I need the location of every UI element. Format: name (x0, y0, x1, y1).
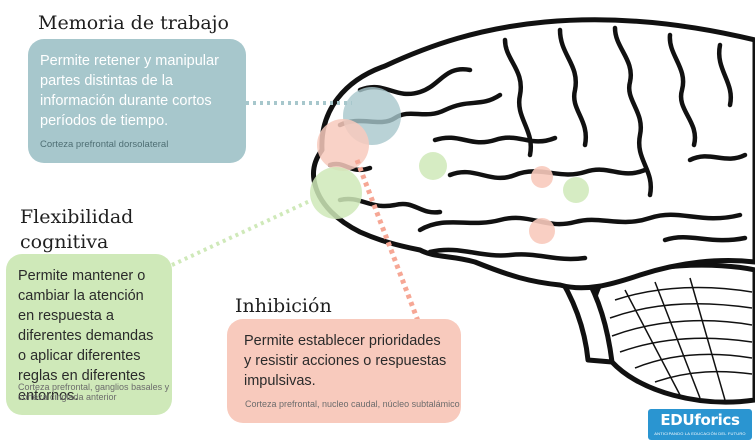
flexibility-region-2 (419, 152, 447, 180)
inhibition-region-2 (531, 166, 553, 188)
flexibility-description: Permite mantener o cambiar la atención e… (18, 268, 154, 404)
working-memory-card: Permite retener y manipular partes disti… (28, 39, 246, 163)
inhibition-region-3 (529, 218, 555, 244)
inhibition-region (317, 119, 369, 171)
flexibility-title-line2: cognitiva (20, 231, 109, 253)
working-memory-description: Permite retener y manipular partes disti… (40, 53, 219, 129)
inhibition-card: Permite establecer prioridades y resisti… (227, 319, 461, 423)
working-memory-title: Memoria de trabajo (38, 12, 229, 34)
flexibility-title-line1: Flexibilidad (20, 206, 134, 228)
brainstem (552, 267, 615, 365)
inhibition-title: Inhibición (235, 295, 332, 317)
flexibility-card: Permite mantener o cambiar la atención e… (6, 254, 172, 415)
inhibition-region-label: Corteza prefrontal, nucleo caudal, núcle… (245, 399, 460, 409)
inhibition-description: Permite establecer prioridades y resisti… (244, 333, 447, 389)
logo-brand: EDUforics (660, 411, 740, 429)
flexibility-connector (171, 198, 313, 267)
cerebrum (311, 17, 755, 291)
flexibility-region (310, 167, 362, 219)
eduforics-logo: EDUforics ANTICIPANDO LA EDUCACIÓN DEL F… (648, 409, 752, 440)
logo-tagline: ANTICIPANDO LA EDUCACIÓN DEL FUTURO (654, 431, 746, 436)
flexibility-title: Flexibilidad cognitiva (20, 205, 133, 255)
working-memory-region-label: Corteza prefrontal dorsolateral (40, 139, 169, 150)
flexibility-region-3 (563, 177, 589, 203)
flexibility-region-label: Corteza prefrontal, ganglios basales y c… (18, 382, 170, 402)
